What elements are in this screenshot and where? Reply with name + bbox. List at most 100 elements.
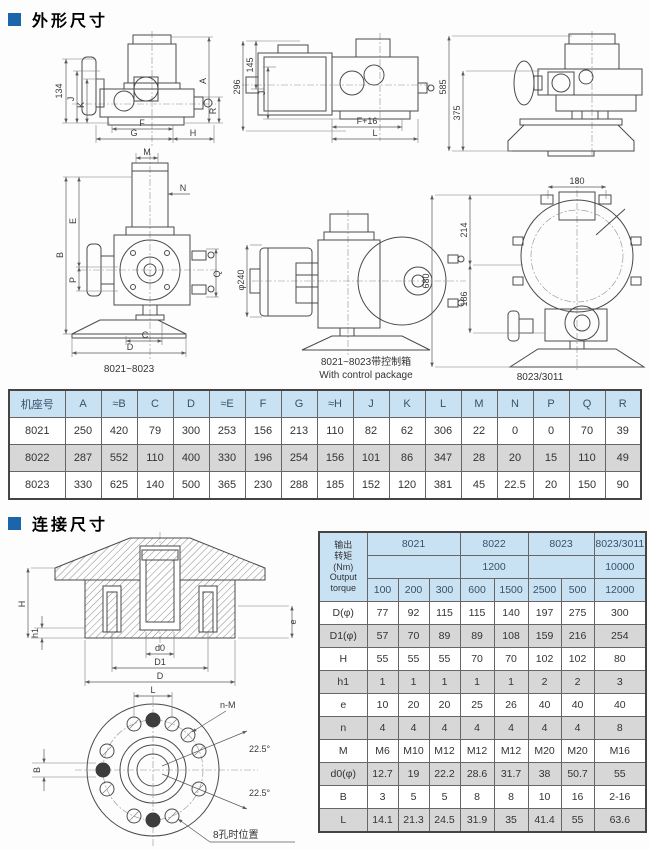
dimension-value: 110 xyxy=(136,444,174,472)
value-cell: 12.7 xyxy=(366,762,399,786)
drawing-front-view: M N E B P Q C D 8021~8023 xyxy=(55,147,222,375)
row-label: D(φ) xyxy=(318,601,368,625)
dimension-value: 552 xyxy=(100,444,138,472)
flange-note: 8孔时位置 xyxy=(213,828,259,841)
dim-label: G xyxy=(130,128,137,138)
value-cell: 115 xyxy=(428,601,461,625)
value-cell: 55 xyxy=(397,647,430,671)
drawing-cross-section: H h1 e d0 D1 D xyxy=(17,532,298,686)
value-cell: 77 xyxy=(366,601,399,625)
dim-label: 585 xyxy=(438,79,448,94)
torque-group xyxy=(527,555,595,579)
dimension-value: 49 xyxy=(604,444,642,472)
value-cell: 70 xyxy=(397,624,430,648)
dim-label: d0 xyxy=(155,643,165,653)
model-number: 8023 xyxy=(8,471,66,500)
value-cell: 108 xyxy=(493,624,529,648)
dimension-value: 196 xyxy=(244,444,282,472)
value-cell: 92 xyxy=(397,601,430,625)
value-cell: 1 xyxy=(366,670,399,694)
section-title-text: 连接尺寸 xyxy=(32,517,109,534)
torque-value: 300 xyxy=(428,578,461,602)
row-label: e xyxy=(318,693,368,717)
drawing-with-control: φ240 8021~8023带控制箱 With control package xyxy=(236,210,466,381)
dim-label: F+16 xyxy=(357,116,378,126)
value-cell: 40 xyxy=(527,693,562,717)
column-header: N xyxy=(496,389,534,418)
drawing-caption: 8021~8023 xyxy=(104,364,155,375)
value-cell: 40 xyxy=(593,693,647,717)
dim-label: J xyxy=(66,97,76,102)
value-cell: 26 xyxy=(493,693,529,717)
row-label: h1 xyxy=(318,670,368,694)
dimension-value: 287 xyxy=(64,444,102,472)
value-cell: 89 xyxy=(428,624,461,648)
value-cell: 4 xyxy=(560,716,595,740)
column-header: ≈E xyxy=(208,389,246,418)
value-cell: 41.4 xyxy=(527,808,562,833)
torque-group: 10000 xyxy=(593,555,647,579)
drawing-caption-en: With control package xyxy=(319,370,413,381)
dim-label: A xyxy=(198,78,208,84)
value-cell: M12 xyxy=(493,739,529,763)
dimension-value: 82 xyxy=(352,417,390,445)
dim-label: H xyxy=(190,128,197,138)
dimension-value: 140 xyxy=(136,471,174,500)
value-cell: 4 xyxy=(493,716,529,740)
dimension-value: 0 xyxy=(532,417,570,445)
section-title-text: 外形尺寸 xyxy=(32,13,109,30)
drawing-front-3011: 180 214 186 680 8023/3011 xyxy=(421,176,646,383)
drawing-front-view-gear: 585 375 xyxy=(438,31,643,157)
dim-label: h1 xyxy=(30,628,40,638)
dim-label: 214 xyxy=(459,222,469,237)
column-header: Q xyxy=(568,389,606,418)
value-cell: 8 xyxy=(493,785,529,809)
dim-label: φ240 xyxy=(236,270,246,291)
column-header: A xyxy=(64,389,102,418)
column-header: D xyxy=(172,389,210,418)
dimension-value: 20 xyxy=(532,471,570,500)
value-cell: 70 xyxy=(493,647,529,671)
dim-label: B xyxy=(55,252,65,258)
dim-label: M xyxy=(143,147,151,157)
value-cell: 57 xyxy=(366,624,399,648)
column-header: ≈H xyxy=(316,389,354,418)
row-label: B xyxy=(318,785,368,809)
value-cell: 2 xyxy=(560,670,595,694)
dimension-value: 365 xyxy=(208,471,246,500)
value-cell: 2 xyxy=(527,670,562,694)
dim-label: 186 xyxy=(459,291,469,306)
column-header: F xyxy=(244,389,282,418)
dimension-value: 86 xyxy=(388,444,426,472)
value-cell: 159 xyxy=(527,624,562,648)
value-cell: 10 xyxy=(527,785,562,809)
dimension-value: 253 xyxy=(208,417,246,445)
dimension-value: 420 xyxy=(100,417,138,445)
dim-label: 180 xyxy=(569,176,584,186)
dimension-value: 90 xyxy=(604,471,642,500)
dimension-value: 20 xyxy=(496,444,534,472)
dimension-value: 22.5 xyxy=(496,471,534,500)
value-cell: 5 xyxy=(397,785,430,809)
dim-label: n-M xyxy=(220,700,236,710)
value-cell: M12 xyxy=(428,739,461,763)
dimension-value: 400 xyxy=(172,444,210,472)
value-cell: 50.7 xyxy=(560,762,595,786)
value-cell: 115 xyxy=(459,601,495,625)
value-cell: 1 xyxy=(459,670,495,694)
column-header: 机座号 xyxy=(8,389,66,418)
value-cell: 40 xyxy=(560,693,595,717)
value-cell: 55 xyxy=(428,647,461,671)
value-cell: 4 xyxy=(366,716,399,740)
dimension-value: 288 xyxy=(280,471,318,500)
dim-label: J xyxy=(257,91,267,96)
value-cell: 16 xyxy=(560,785,595,809)
dim-label: N xyxy=(180,183,187,193)
value-cell: 140 xyxy=(493,601,529,625)
